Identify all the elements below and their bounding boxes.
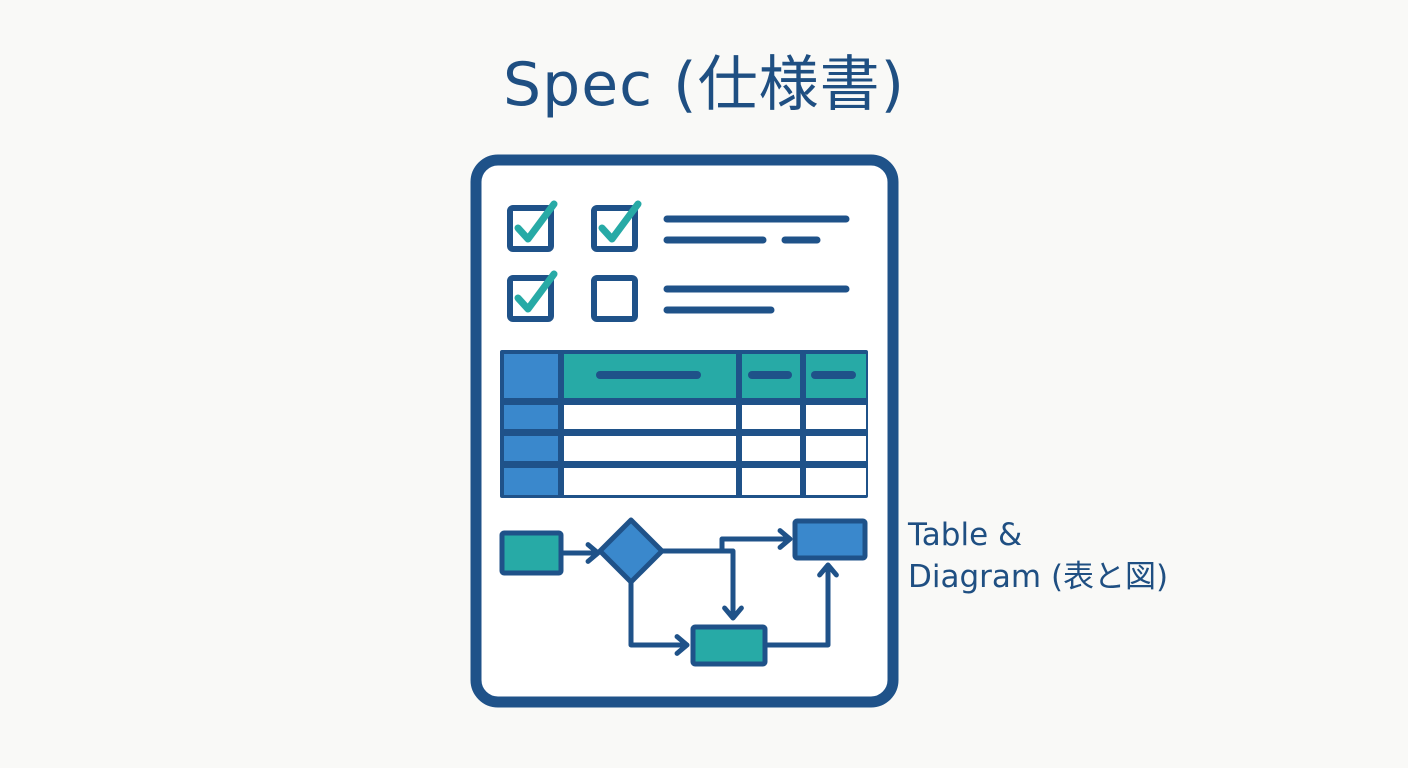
page-title: Spec (仕様書): [503, 50, 905, 120]
checklist: [507, 200, 850, 322]
flow-node-output: [792, 518, 868, 561]
caption-line-1: Table &: [908, 517, 1023, 553]
flow-node-process: [690, 624, 768, 667]
arrowhead-icon: [674, 634, 690, 656]
checkmark-icon: [598, 200, 642, 243]
flowchart: [499, 517, 868, 667]
arrowhead-icon: [817, 562, 839, 578]
arrowhead-icon: [585, 542, 601, 564]
table-cell-r2-c2: [742, 436, 800, 461]
table-cell-r2-c0: [504, 436, 558, 461]
table-cell-r2-c3: [806, 436, 866, 461]
table-cell-r3-c0: [504, 468, 558, 495]
checkmark-icon: [514, 270, 558, 313]
flow-edge-decision-output: [662, 536, 790, 554]
arrowhead-icon: [722, 605, 744, 621]
table-cell-r3-c2: [742, 468, 800, 495]
spec-table: [500, 350, 868, 498]
table-cell-r0-c0: [504, 354, 558, 398]
table-cell-r1-c1: [564, 405, 736, 429]
table-cell-r3-c3: [806, 468, 866, 495]
table-diagram-caption: Table & Diagram (表と図): [908, 514, 1168, 598]
flow-edge-decision-process: [628, 582, 687, 648]
flow-edge-decision-process-branch: [722, 548, 736, 618]
checkbox-4: [591, 275, 638, 322]
table-cell-r3-c1: [564, 468, 736, 495]
caption-line-2: Diagram (表と図): [908, 559, 1169, 595]
checkmark-icon: [514, 200, 558, 243]
flow-edge-process-output: [765, 565, 831, 648]
flow-node-start: [499, 530, 564, 576]
table-cell-r1-c2: [742, 405, 800, 429]
table-cell-r1-c0: [504, 405, 558, 429]
arrowhead-icon: [777, 528, 793, 550]
flow-node-decision: [597, 517, 665, 585]
table-cell-r2-c1: [564, 436, 736, 461]
table-cell-r1-c3: [806, 405, 866, 429]
